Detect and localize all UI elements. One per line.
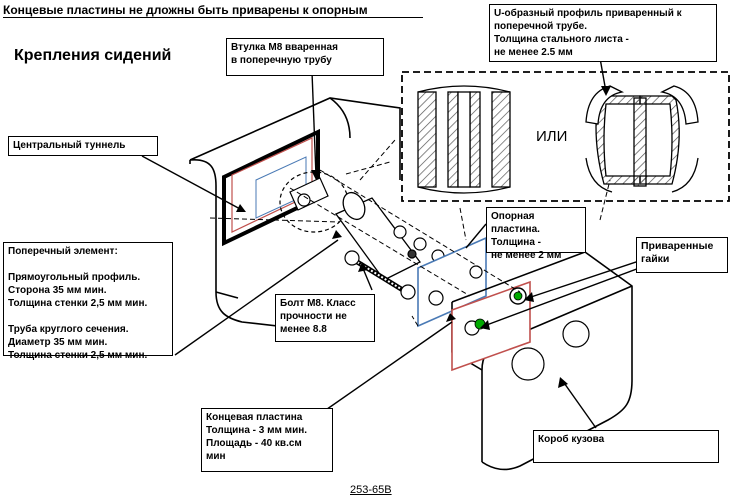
callout-cross-member: Поперечный элемент: Прямоугольный профил… (3, 242, 173, 361)
body-end-plate (451, 280, 531, 372)
cross-member-tube (335, 191, 421, 281)
top-note: Концевые пластины не дложны быть приваре… (3, 3, 423, 18)
callout-support-plate: Опорная пластина. Толщина - не менее 2 м… (486, 207, 586, 261)
leader-arrowheads (236, 86, 611, 388)
support-plate (417, 236, 487, 328)
leader-lines (141, 57, 651, 429)
bushing-cross-section (417, 85, 511, 194)
callout-bolt: Болт М8. Класс прочности не менее 8.8 (275, 294, 375, 342)
cross-section-alternatives-frame (401, 71, 730, 202)
callout-welded-nuts: Приваренные гайки (636, 237, 728, 273)
central-tunnel-shape (189, 97, 401, 333)
bushing-shape (289, 177, 329, 211)
figure-id: 253-65B (350, 484, 392, 496)
u-profile-cross-section (585, 85, 699, 193)
or-label: ИЛИ (536, 128, 568, 145)
assembly-axis-lines (209, 139, 611, 327)
body-holes (511, 320, 590, 381)
callout-u-profile: U-образный профиль приваренный к попереч… (489, 4, 717, 62)
callout-end-plate: Концевая пластина Толщина - 3 мм мин. Пл… (201, 408, 333, 472)
callout-bushing: Втулка М8 вваренная в поперечную трубу (226, 38, 384, 76)
page-title: Крепления сидений (14, 47, 172, 64)
callout-body-box: Короб кузова (533, 430, 719, 463)
callout-central-tunnel: Центральный туннель (8, 136, 158, 156)
